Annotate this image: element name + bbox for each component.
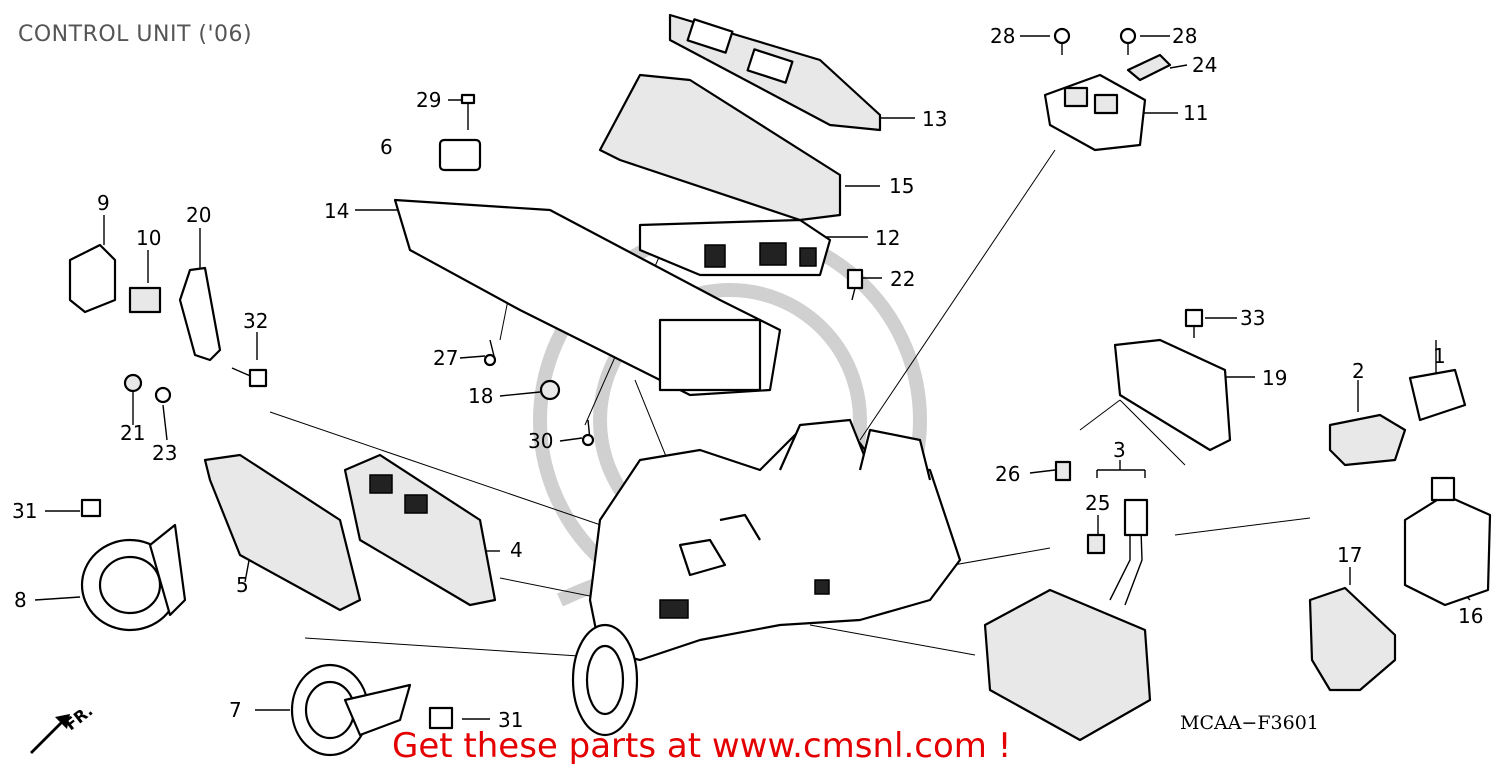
part-28-screw-right [1119, 27, 1137, 55]
callout-25: 25 [1085, 491, 1110, 515]
part-16-unit [1403, 476, 1492, 607]
callout-14: 14 [324, 199, 349, 223]
promo-link[interactable]: Get these parts at www.cmsnl.com ! [392, 726, 1012, 766]
callout-13: 13 [922, 107, 947, 131]
callout-31-lower: 31 [498, 708, 523, 732]
part-13-cover [668, 13, 882, 132]
callout-18: 18 [468, 384, 493, 408]
part-15-case [598, 73, 842, 222]
callout-28-right: 28 [1172, 24, 1197, 48]
callout-3: 3 [1113, 438, 1126, 462]
callout-19: 19 [1262, 366, 1287, 390]
callout-2: 2 [1352, 359, 1365, 383]
callout-16: 16 [1458, 604, 1483, 628]
diagram-title: CONTROL UNIT ('06) [18, 22, 253, 47]
part-9-relay [68, 243, 117, 314]
callout-32: 32 [243, 309, 268, 333]
part-20-bracket [178, 266, 222, 362]
part-10-fuse [128, 286, 162, 314]
part-2-unit [1328, 413, 1407, 467]
part-7-horn [290, 663, 412, 757]
callout-6: 6 [380, 135, 393, 159]
part-5-cover [203, 453, 362, 612]
callout-33: 33 [1240, 306, 1265, 330]
callout-27: 27 [433, 346, 458, 370]
part-22-bolt [846, 268, 864, 301]
part-32-bolt [231, 367, 268, 388]
callout-21: 21 [120, 421, 145, 445]
part-33-bolt [1184, 308, 1204, 338]
callout-24: 24 [1192, 53, 1217, 77]
part-6-clip [438, 138, 482, 172]
part-25-clip [1086, 533, 1106, 555]
part-1-connector [1408, 368, 1467, 422]
callout-9: 9 [97, 191, 110, 215]
callout-5: 5 [236, 573, 249, 597]
callout-29: 29 [416, 88, 441, 112]
part-29-screw [460, 93, 476, 130]
part-12-module [638, 218, 832, 277]
part-21-nut [123, 373, 143, 393]
callout-10: 10 [136, 226, 161, 250]
front-arrow-icon [30, 714, 70, 754]
part-19-bracket [1113, 338, 1232, 452]
callout-20: 20 [186, 203, 211, 227]
callout-22: 22 [890, 267, 915, 291]
callout-1: 1 [1433, 344, 1446, 368]
part-3-regulator [983, 498, 1152, 742]
callout-30: 30 [528, 429, 553, 453]
part-31-bolt-upper [80, 498, 102, 518]
part-17-holder [1308, 586, 1397, 692]
part-11-module [1043, 73, 1147, 152]
part-26-bolt [1054, 460, 1072, 482]
callout-17: 17 [1337, 543, 1362, 567]
part-8-horn [80, 523, 187, 632]
part-4-ecu [343, 453, 497, 607]
callout-8: 8 [14, 588, 27, 612]
part-28-screw-left [1053, 27, 1071, 55]
part-30-screw [581, 419, 595, 447]
callout-26: 26 [995, 462, 1020, 486]
callout-labels: 1 2 3 4 5 6 7 8 9 10 11 12 13 14 15 16 1… [12, 24, 1483, 732]
diagram-code: MCAA−F3601 [1180, 712, 1319, 734]
callout-23: 23 [152, 441, 177, 465]
callout-31-upper: 31 [12, 499, 37, 523]
callout-15: 15 [889, 174, 914, 198]
callout-11: 11 [1183, 101, 1208, 125]
part-23-washer [154, 386, 172, 404]
callout-12: 12 [875, 226, 900, 250]
part-18-clip [539, 379, 561, 401]
callout-4: 4 [510, 538, 523, 562]
part-14-tray [393, 198, 782, 397]
part-27-screw [483, 339, 497, 367]
part-24-clip [1126, 53, 1172, 82]
motorcycle-outline [571, 418, 962, 737]
callout-7: 7 [229, 698, 242, 722]
part-31-bolt-lower [428, 706, 454, 730]
callout-28-left: 28 [990, 24, 1015, 48]
